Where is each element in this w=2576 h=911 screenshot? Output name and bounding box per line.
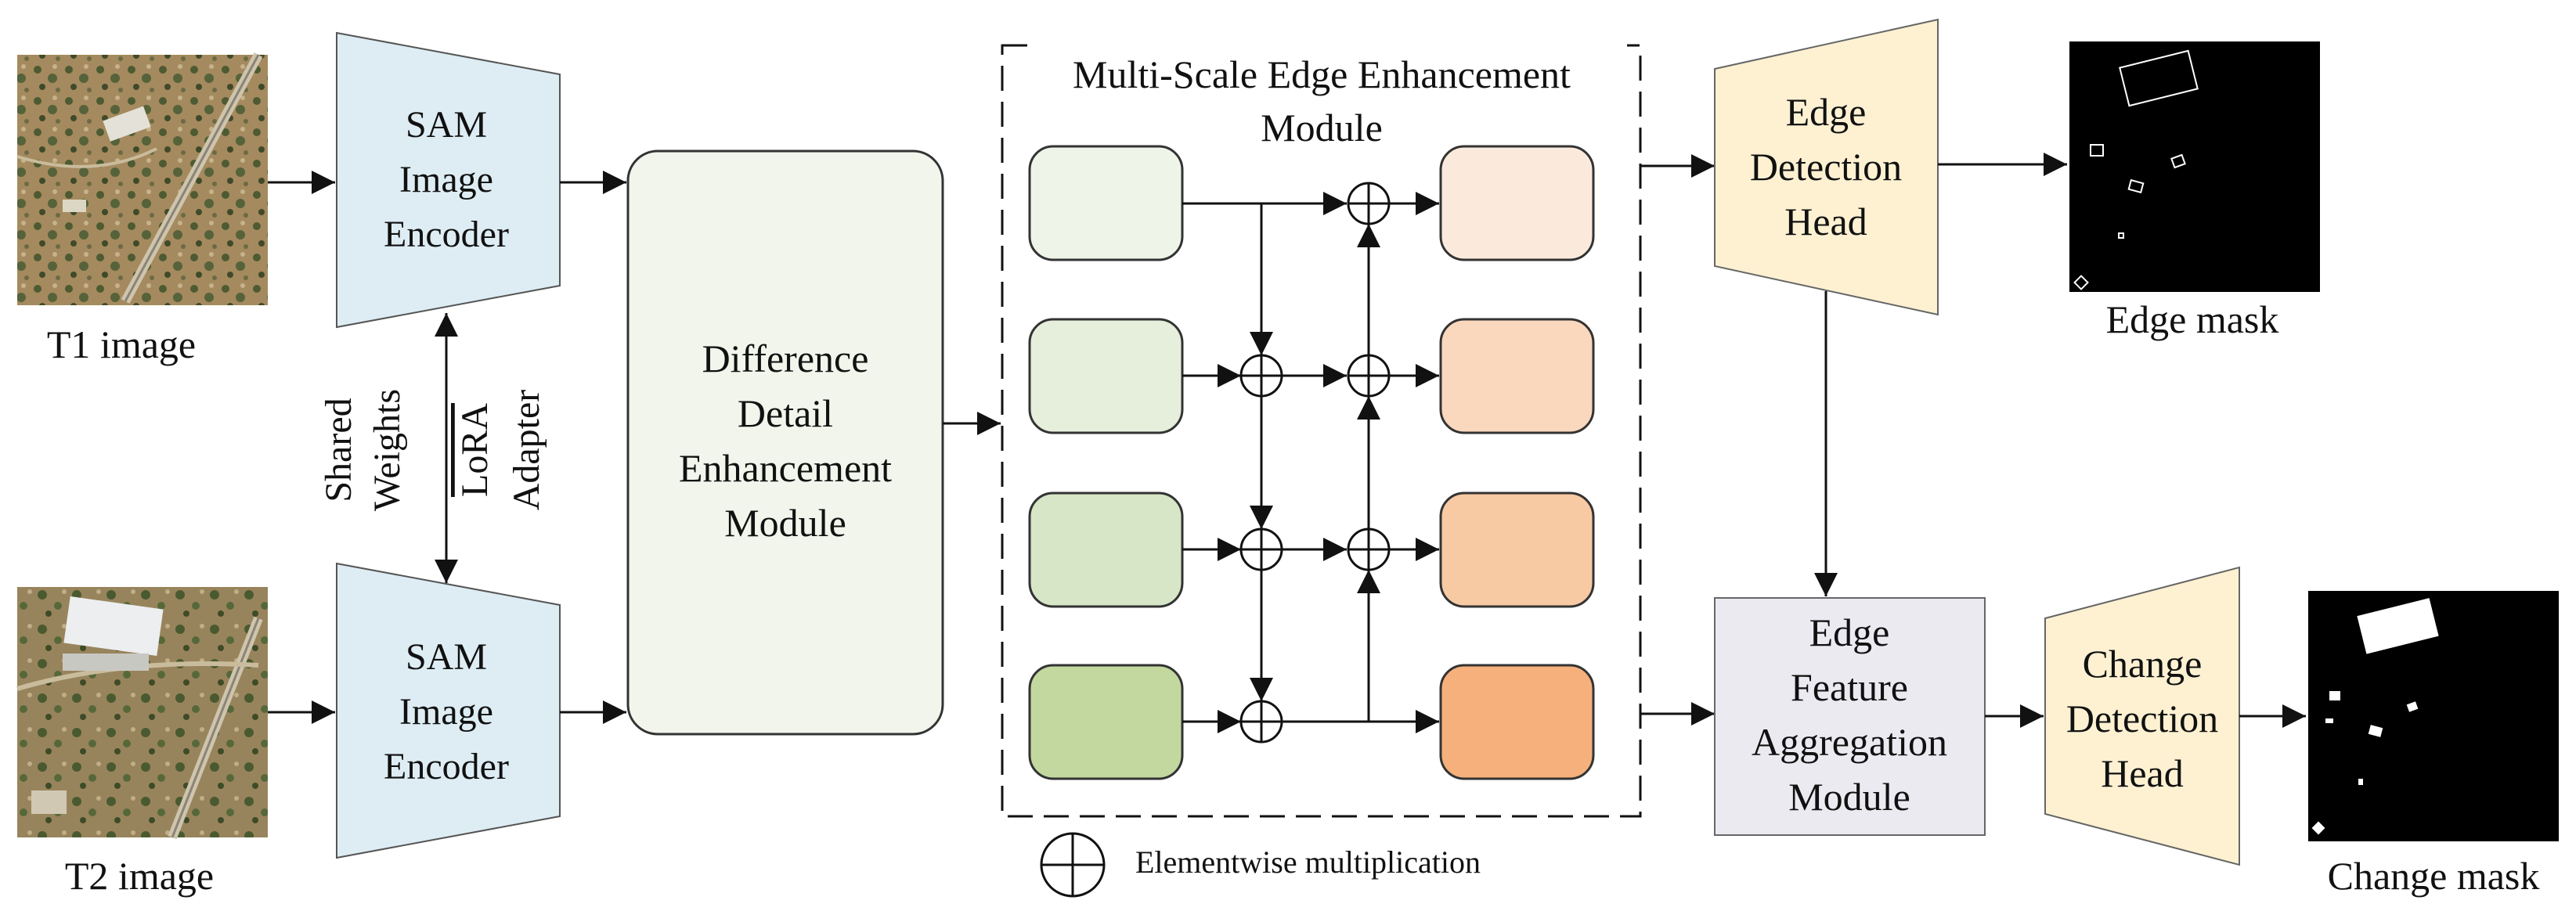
encoder-label-line2: Image [399,691,493,733]
shared-label-line2: Weights [366,389,408,511]
ddem-line3: Enhancement [679,446,892,490]
difference-detail-enhancement-module: Difference Detail Enhancement Module [626,149,944,736]
msee-left-block-1 [1028,145,1184,261]
msee-left-block-3 [1028,492,1184,608]
msee-right-block-4 [1439,664,1595,780]
shared-label-line4: Adapter [506,390,547,511]
efam-line3: Aggregation [1752,720,1947,764]
encoder-label-line3: Encoder [384,746,509,787]
t2-image [16,587,268,840]
legend: Elementwise multiplication [1040,832,1481,898]
edge-head-line1: Edge [1786,90,1867,134]
legend-multiplication-icon [1040,832,1106,898]
shared-label-line3: LoRA [454,403,496,497]
change-mask-caption: Change mask [2328,854,2540,898]
mult-node-r2c1 [1239,354,1283,398]
ddem-line1: Difference [702,337,869,380]
change-detection-head: Change Detection Head [2044,566,2240,866]
msee-right-block-2 [1439,318,1595,434]
ddem-line4: Module [724,501,846,545]
multiplication-nodes [1239,182,1391,744]
msee-title-line1: Multi-Scale Edge Enhancement [1073,52,1571,96]
t2-caption: T2 image [65,854,214,898]
edge-mask-caption: Edge mask [2106,297,2279,341]
edge-feature-aggregation-module: Edge Feature Aggregation Module [1714,597,1986,836]
msee-right-block-1 [1439,145,1595,261]
msee-left-block-2 [1028,318,1184,434]
t1-caption: T1 image [47,322,196,366]
legend-label: Elementwise multiplication [1135,844,1481,880]
encoder-label-line1: SAM [406,104,487,146]
t1-image [16,52,268,305]
change-mask-image [2308,591,2559,841]
encoder-label-line3: Encoder [384,214,509,255]
ddem-line2: Detail [738,391,833,435]
edge-detection-head: Edge Detection Head [1714,18,1939,316]
mult-node-r1c2 [1347,182,1391,225]
mult-node-r3c1 [1239,528,1283,571]
efam-line2: Feature [1791,665,1908,709]
change-head-line2: Detection [2066,697,2218,740]
mult-node-r3c2 [1347,528,1391,571]
change-head-line1: Change [2083,642,2203,686]
mult-node-r4c1 [1239,700,1283,744]
encoder-label-line1: SAM [406,636,487,678]
shared-label-line1: Shared [318,398,359,502]
msee-title-line2: Module [1261,106,1383,149]
msee-left-block-4 [1028,664,1184,780]
msee-right-block-3 [1439,492,1595,608]
encoder-label-line2: Image [399,159,493,200]
efam-line4: Module [1788,775,1910,819]
edge-head-line2: Detection [1750,145,1902,189]
sam-encoder-bottom: SAM Image Encoder [336,562,561,859]
change-head-line3: Head [2101,751,2184,795]
mult-node-r2c2 [1347,354,1391,398]
edge-mask-image [2069,41,2320,292]
msee-connections [1182,192,1439,733]
shared-weights-annotation: Shared Weights LoRA Adapter [318,313,547,583]
edge-head-line3: Head [1784,200,1867,243]
sam-encoder-top: SAM Image Encoder [336,31,561,329]
efam-line1: Edge [1809,610,1890,654]
multi-scale-edge-enhancement-module: Multi-Scale Edge Enhancement Module [1001,39,1642,818]
